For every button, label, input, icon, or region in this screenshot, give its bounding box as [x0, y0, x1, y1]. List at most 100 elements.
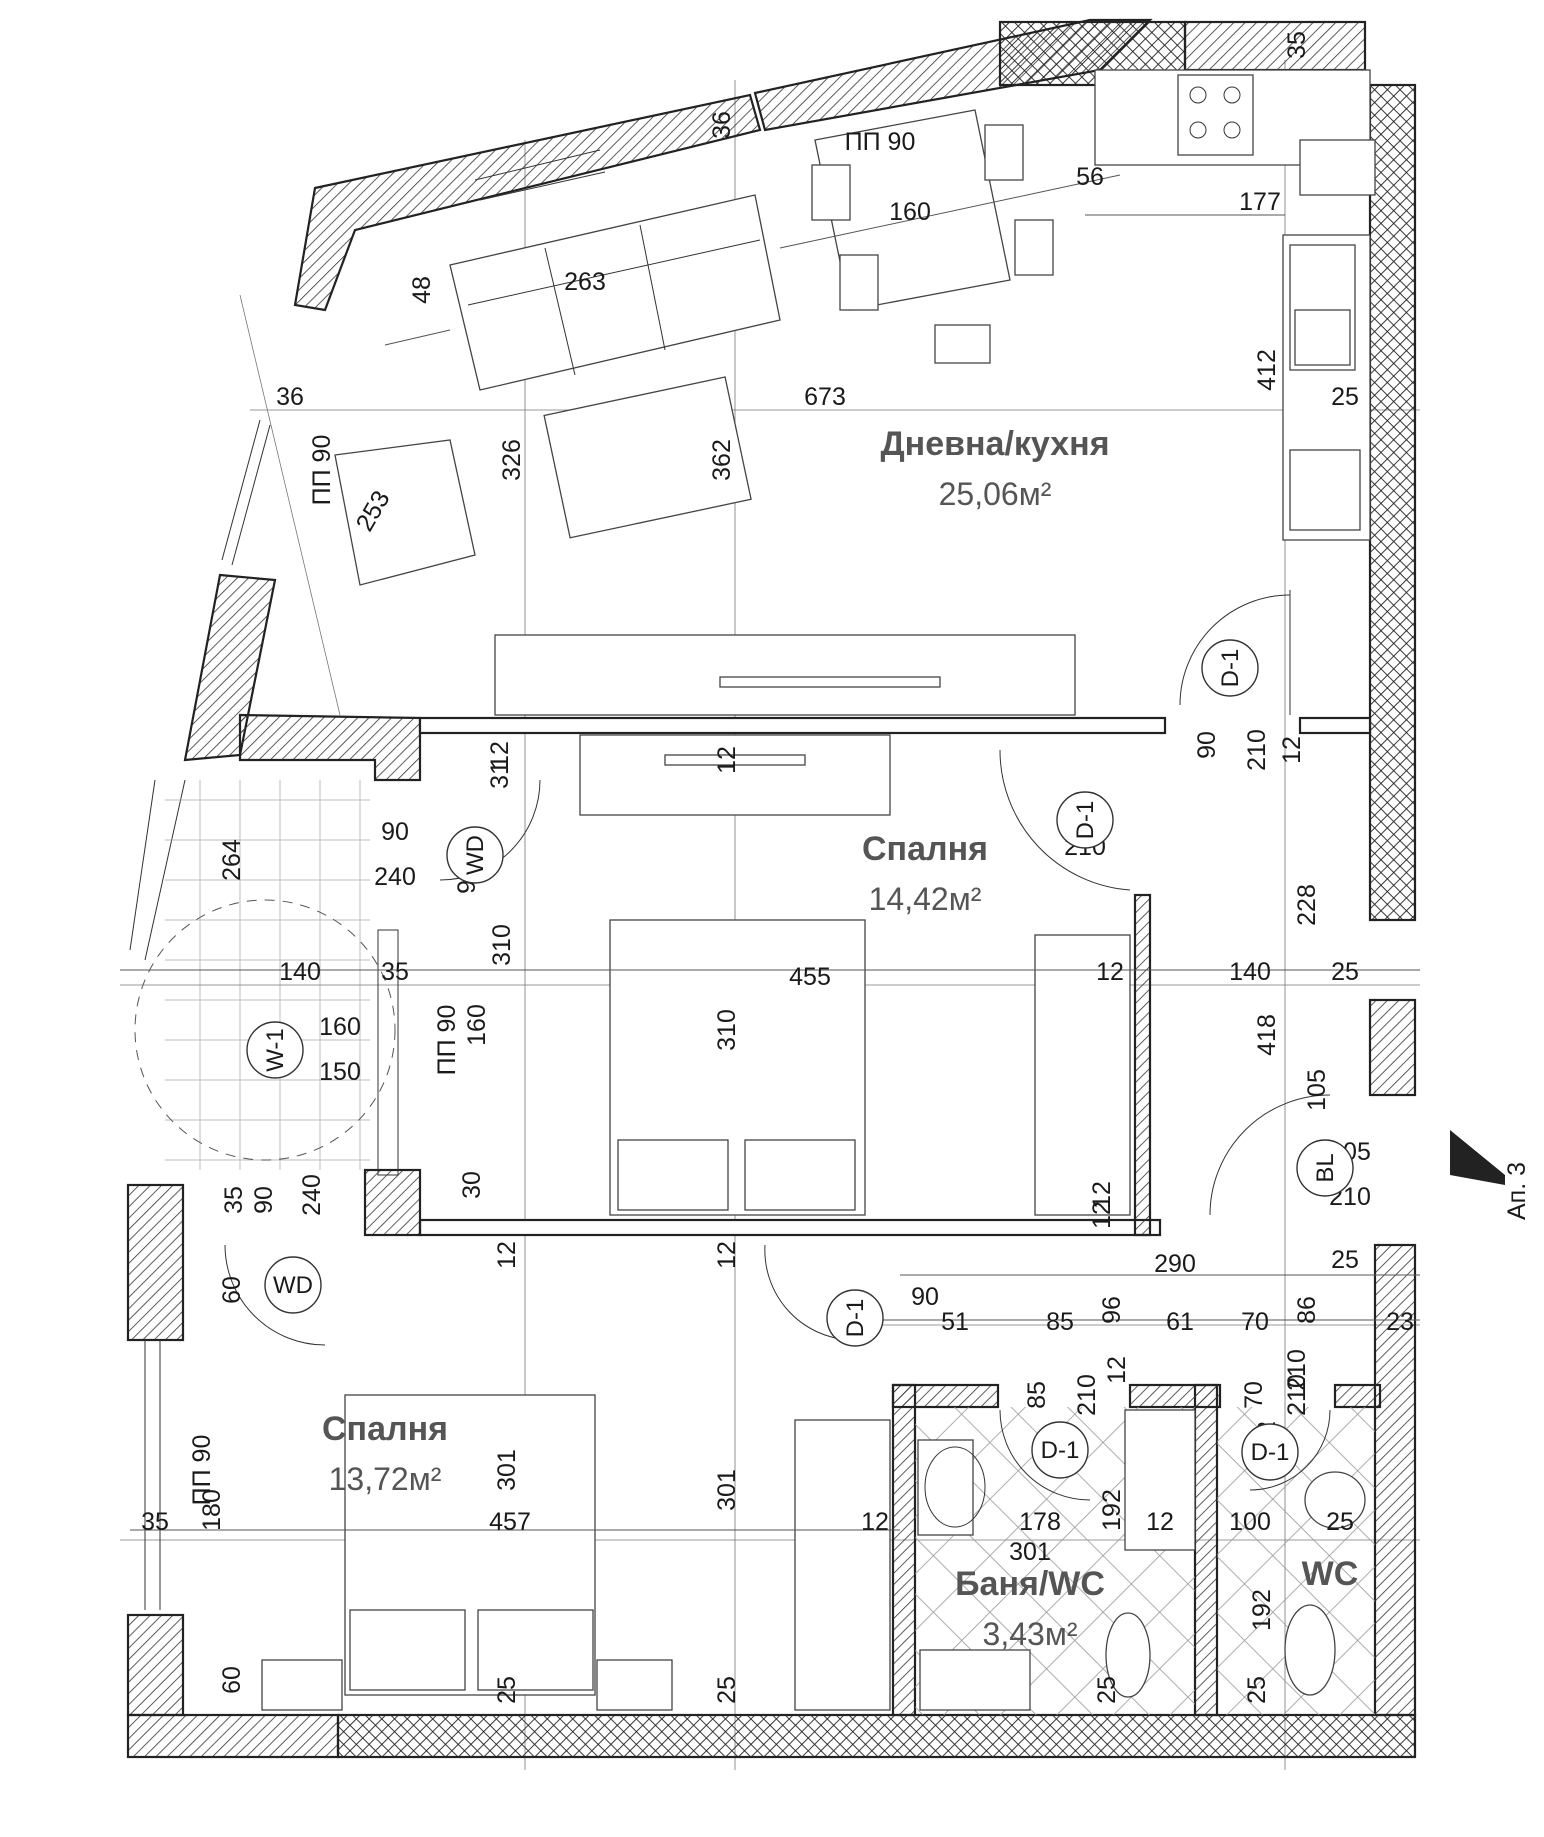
- dimension-label: 100: [1229, 1508, 1271, 1536]
- dimension-label: 35: [381, 958, 409, 986]
- toilet-bath: [1105, 1612, 1151, 1698]
- dimension-label: 240: [298, 1174, 326, 1216]
- dimension-label: 228: [1293, 884, 1321, 926]
- wall-living-bedroom: [418, 716, 1167, 735]
- dimension-label: 12: [493, 1241, 521, 1269]
- dimension-label: 31: [486, 761, 514, 789]
- room-name-wc: WC: [1302, 1555, 1359, 1593]
- dimension-label: ПП 90: [188, 1435, 216, 1506]
- room-area-bedroom2: 13,72м²: [329, 1461, 442, 1497]
- door-mark-circle: [1296, 1139, 1354, 1197]
- wall-east-bottom: [1373, 1243, 1417, 1717]
- dimension-label: 90: [381, 818, 409, 846]
- door-mark-circle: [826, 1289, 884, 1347]
- dimension-label: 23: [1386, 1308, 1414, 1336]
- door-mark-circle: [1031, 1421, 1089, 1479]
- wall-east: [1368, 83, 1417, 922]
- dimension-label: 326: [498, 439, 526, 481]
- turning-circle: [134, 899, 396, 1161]
- wall-west-corner: [238, 713, 422, 782]
- walls: [126, 18, 1417, 1759]
- bedroom1-wardrobe: [1034, 934, 1131, 1216]
- dimension-label: 90: [911, 1283, 939, 1311]
- door-mark-circle: [446, 826, 504, 884]
- tv-stand: [494, 634, 1076, 716]
- wall-bath-west: [891, 1383, 917, 1717]
- wall-west-bottom: [126, 1613, 185, 1717]
- furniture: [134, 69, 1376, 1715]
- dimension-label: 12: [1088, 1201, 1116, 1229]
- wall-north-cap: [1183, 20, 1367, 72]
- dimension-label: 105: [1303, 1069, 1331, 1111]
- kitchen-box: [1299, 139, 1376, 196]
- door-mark-circle: [1241, 1423, 1299, 1481]
- bedroom2-wardrobe: [794, 1419, 891, 1711]
- dimension-label: 160: [319, 1013, 361, 1041]
- wall-south-insulated: [336, 1713, 1417, 1759]
- dimension-label: 301: [493, 1449, 521, 1491]
- room-name-living: Дневна/кухня: [880, 425, 1109, 463]
- dimension-label: 85: [1023, 1381, 1051, 1409]
- room-name-bedroom1: Спалня: [862, 830, 988, 868]
- dimension-label: 210: [1283, 1374, 1311, 1416]
- wall-corridor-west: [363, 1168, 422, 1237]
- room-name-bedroom2: Спалня: [322, 1410, 448, 1448]
- dimension-label: 263: [564, 268, 606, 296]
- door-mark-label: D-1: [1217, 649, 1244, 688]
- room-area-bedroom1: 14,42м²: [869, 881, 982, 917]
- wall-bath-north-2: [1128, 1383, 1222, 1409]
- dimension-label: 35: [141, 1508, 169, 1536]
- dimension-label: 25: [1243, 1676, 1271, 1704]
- apartment-marker: Ап. 3: [1503, 1162, 1531, 1220]
- coffee-table: [543, 376, 752, 539]
- dimension-label: 178: [1019, 1508, 1061, 1536]
- toilet-wc: [1284, 1604, 1336, 1696]
- dimension-label: 210: [1283, 1349, 1311, 1391]
- dimension-label: 70: [1241, 1308, 1269, 1336]
- dimension-label: 35: [220, 1186, 248, 1214]
- apartment-arrow-icon: [1450, 1130, 1505, 1185]
- door-mark-circle: [1056, 791, 1114, 849]
- entry-floor: [165, 780, 370, 1170]
- dimension-label: 301: [1009, 1538, 1051, 1566]
- dimension-label: 310: [713, 1009, 741, 1051]
- dimension-label: 25: [1093, 1676, 1121, 1704]
- dimension-label: 12: [1088, 1181, 1116, 1209]
- dimension-label: ПП 90: [433, 1005, 461, 1076]
- dimension-label: 192: [1098, 1489, 1126, 1531]
- dimension-label: 180: [198, 1489, 226, 1531]
- wc-basin: [1304, 1471, 1366, 1529]
- dimension-label: 160: [889, 198, 931, 226]
- dimension-label: 140: [1229, 958, 1271, 986]
- dimension-label: 25: [1331, 1246, 1359, 1274]
- stove: [1177, 74, 1254, 156]
- dimension-label: 12: [1103, 1356, 1131, 1384]
- dimension-label: 61: [1166, 1308, 1194, 1336]
- dimension-label: 455: [789, 963, 831, 991]
- door-mark-label: WD: [462, 835, 489, 875]
- dimension-label: 301: [713, 1469, 741, 1511]
- door-mark-label: WD: [273, 1272, 313, 1299]
- door-mark-circle: [246, 1021, 304, 1079]
- dimension-lines: [120, 174, 1420, 1531]
- dimension-label: 48: [408, 276, 436, 304]
- door-mark-circle: [1201, 639, 1259, 697]
- dimension-label: 85: [1046, 1308, 1074, 1336]
- washbasin: [917, 1439, 974, 1536]
- wall-wc-north: [1333, 1383, 1382, 1409]
- dimension-label: 86: [1293, 1296, 1321, 1324]
- door-mark-label: D-1: [1251, 1439, 1290, 1466]
- door-mark-label: BL: [1312, 1153, 1339, 1182]
- wall-south: [126, 1713, 340, 1759]
- bedroom1-tv: [579, 734, 891, 816]
- dimension-label: 362: [708, 439, 736, 481]
- wall-bath-east: [1193, 1383, 1219, 1717]
- dimension-label: 12: [713, 1241, 741, 1269]
- door-mark-circle: [264, 1256, 322, 1314]
- bath-bottom: [919, 1649, 1031, 1711]
- dimension-label: 35: [1283, 31, 1311, 59]
- dimension-label: 412: [1253, 349, 1281, 391]
- dimension-label: 457: [489, 1508, 531, 1536]
